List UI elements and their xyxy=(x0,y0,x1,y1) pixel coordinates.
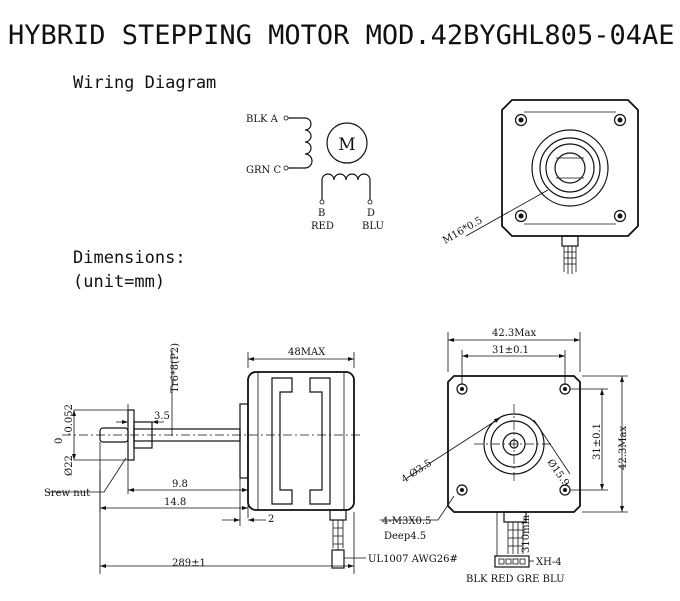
connector-label: XH-4 xyxy=(536,557,562,568)
thread-label: M16*0.5 xyxy=(441,215,484,246)
dim-hole-dia: 4-Ø3.5 xyxy=(400,458,434,486)
side-flange xyxy=(239,403,249,479)
dim-nut-width: 3.5 xyxy=(154,411,170,422)
wire-b-color: RED xyxy=(311,221,334,232)
dim-body-length: 48MAX xyxy=(288,347,326,358)
motor-front-view-top: M16*0.5 xyxy=(441,99,639,274)
wire-c-label: GRN C xyxy=(246,165,281,176)
terminal-c xyxy=(283,165,289,171)
wiring-diagram: BLK A GRN C M B RED D BLU xyxy=(246,114,384,232)
page-title: HYBRID STEPPING MOTOR MOD.42BYGHL805-04A… xyxy=(8,20,674,51)
dim-total-length: 289±1 xyxy=(172,558,206,569)
wire-d-letter: D xyxy=(367,208,375,219)
dim-screw-holes: 4-M3X0.5 xyxy=(382,516,431,527)
wire-a-label: BLK A xyxy=(246,114,279,125)
wire-colors: BLK RED GRE BLU xyxy=(466,574,565,585)
dim-width-max: 42.3Max xyxy=(492,328,536,339)
dim-hole-spacing-v: 31±0.1 xyxy=(592,423,603,460)
dimensions-unit: (unit=mm) xyxy=(73,272,165,292)
motor-letter: M xyxy=(338,135,355,155)
dim-hole-spacing-h: 31±0.1 xyxy=(492,345,529,356)
dim-shaft-dia: Ø22 xyxy=(64,455,75,476)
dim-9-8: 9.8 xyxy=(172,479,188,490)
wire-d-color: BLU xyxy=(362,221,384,232)
dim-tol-top: 0 xyxy=(54,438,65,444)
side-connector xyxy=(331,549,345,569)
dim-lead-length: 310min xyxy=(521,514,532,553)
dim-depth: Deep4.5 xyxy=(384,531,426,542)
dim-2: 2 xyxy=(268,514,274,525)
cable-label: UL1007 AWG26# xyxy=(368,554,458,565)
terminal-a xyxy=(283,115,289,121)
mount-hole-tr xyxy=(613,113,627,127)
motor-front-view-bottom: 42.3Max 31±0.1 31±0.1 42.3Max 4-Ø3.5 Ø15… xyxy=(380,328,629,585)
dim-screw-thread: Tr6*8(P2) xyxy=(170,343,181,393)
front-boss-outer xyxy=(531,129,609,207)
dim-boss-dia: Ø15.9 xyxy=(545,457,571,488)
mount-hole-bl xyxy=(514,209,528,223)
front-shaft-hole xyxy=(554,152,586,184)
screw-nut-label: Srew nut xyxy=(44,488,90,499)
terminal-d xyxy=(367,199,373,205)
wire-b-letter: B xyxy=(318,208,325,219)
dimensions-heading: Dimensions: xyxy=(73,248,186,268)
mount-hole-tl xyxy=(514,113,528,127)
dim-14-8: 14.8 xyxy=(164,497,186,508)
coil-horizontal xyxy=(321,173,371,200)
hole-bl xyxy=(456,484,468,496)
terminal-b xyxy=(319,199,325,205)
dim-tol-bottom: -0.052 xyxy=(64,404,75,436)
wiring-heading: Wiring Diagram xyxy=(73,73,216,93)
side-body xyxy=(247,371,355,511)
dim-height-max: 42.3Max xyxy=(618,426,629,470)
connector xyxy=(494,555,530,568)
mount-hole-br xyxy=(613,209,627,223)
motor-symbol xyxy=(326,122,368,164)
motor-side-view: UL1007 AWG26# 48MAX Tr6*8(P2) 3.5 0 -0.0… xyxy=(44,343,458,574)
coil-vertical xyxy=(304,117,313,169)
